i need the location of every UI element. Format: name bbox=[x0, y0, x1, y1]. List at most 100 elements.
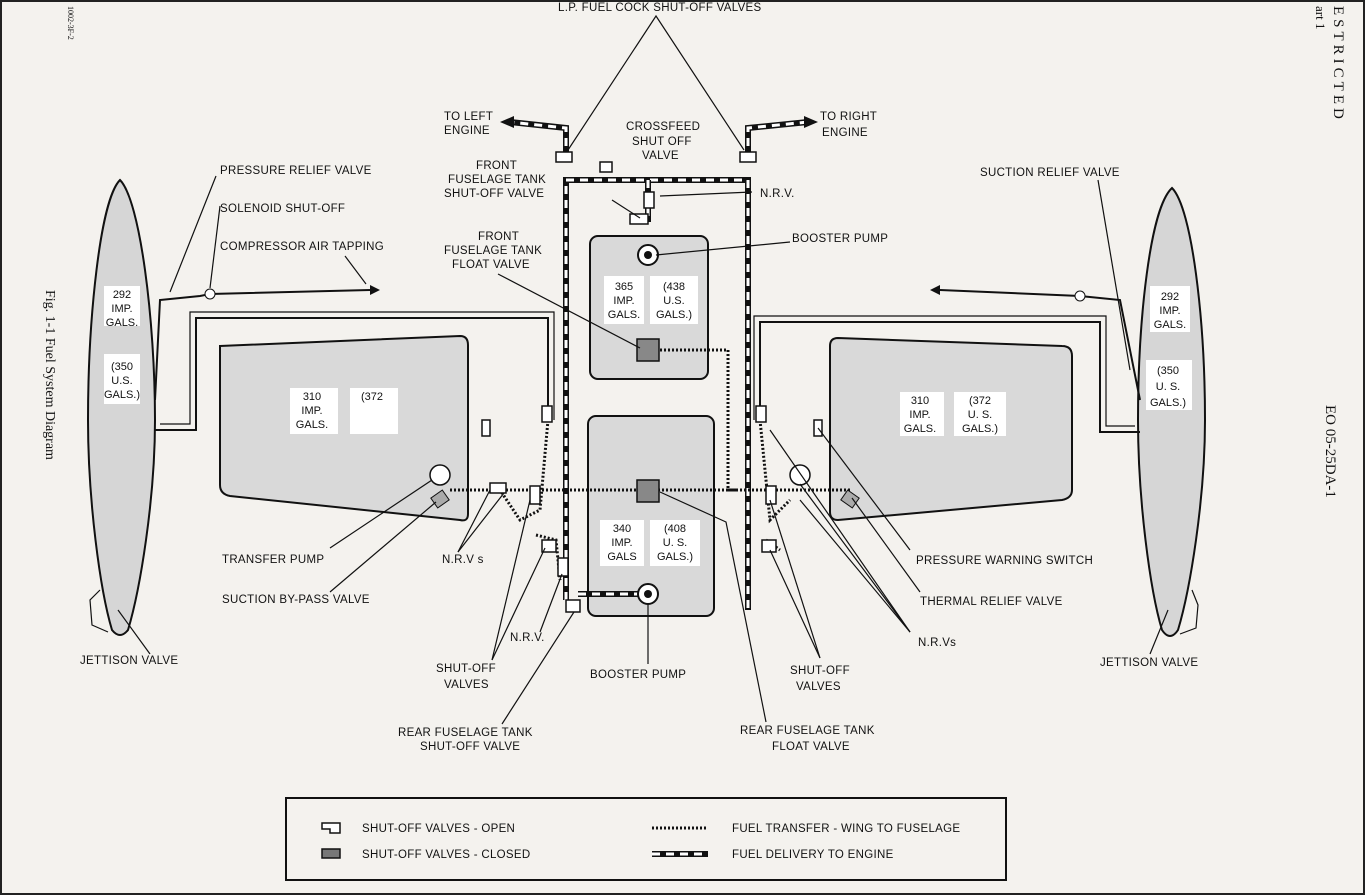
rear-float-valve bbox=[636, 479, 660, 503]
jettison-right-label: JETTISON VALVE bbox=[1100, 657, 1198, 669]
right-drop-cap-4: U. S. bbox=[1156, 381, 1180, 393]
front-sov-label-3: SHUT-OFF VALVE bbox=[444, 188, 544, 200]
to-right-label-2: ENGINE bbox=[822, 127, 868, 139]
transfer-pump-label: TRANSFER PUMP bbox=[222, 554, 324, 566]
pressure-lines bbox=[154, 289, 1141, 433]
rear-tank-cap-4: U. S. bbox=[663, 537, 687, 549]
compressor-label: COMPRESSOR AIR TAPPING bbox=[220, 241, 384, 253]
shutoff-right-label-1: SHUT-OFF bbox=[790, 665, 850, 677]
figure-caption: Fig. 1-1 Fuel System Diagram bbox=[42, 290, 57, 460]
right-drop-cap-2: GALS. bbox=[1154, 319, 1186, 331]
right-air-arrow bbox=[930, 285, 940, 295]
left-drop-cap-5: GALS.) bbox=[104, 389, 140, 401]
front-float-label-2: FUSELAGE TANK bbox=[444, 245, 542, 257]
rear-tank-label-bg-2 bbox=[650, 520, 700, 566]
legend-open-label: SHUT-OFF VALVES - OPEN bbox=[362, 823, 515, 835]
left-drop-cap-2: GALS. bbox=[106, 317, 138, 329]
left-engine-arrow bbox=[500, 116, 514, 128]
legend-closed-label: SHUT-OFF VALVES - CLOSED bbox=[362, 849, 530, 861]
right-wing-label-bg-2 bbox=[954, 392, 1006, 436]
rear-float-label-2: FLOAT VALVE bbox=[772, 741, 850, 753]
to-left-label-2: ENGINE bbox=[444, 125, 490, 137]
pressure-warning-label: PRESSURE WARNING SWITCH bbox=[916, 555, 1093, 567]
nrvs-right-label: N.R.Vs bbox=[918, 637, 956, 649]
left-drop-cap-1: IMP. bbox=[111, 303, 132, 315]
left-wing-label-bg bbox=[290, 388, 338, 434]
left-wing-label-bg-2 bbox=[350, 388, 398, 434]
left-drop-cap-4: U.S. bbox=[111, 375, 132, 387]
left-wing-tank bbox=[219, 334, 469, 522]
right-wing-label-bg bbox=[900, 392, 944, 436]
left-wing-cap-2: GALS. bbox=[296, 419, 328, 431]
front-tank-cap-1: IMP. bbox=[613, 295, 634, 307]
front-sov-label-2: FUSELAGE TANK bbox=[448, 174, 546, 186]
left-drop-fin bbox=[89, 589, 109, 633]
shutoff-left-label-1: SHUT-OFF bbox=[436, 663, 496, 675]
leader-lines bbox=[117, 14, 1169, 725]
solenoid-label: SOLENOID SHUT-OFF bbox=[220, 203, 345, 215]
legend-open-symbol bbox=[321, 822, 341, 834]
labels: L.P. FUEL COCK SHUT-OFF VALVES TO LEFT E… bbox=[80, 2, 1198, 753]
nrvs-left-label: N.R.V s bbox=[442, 554, 484, 566]
left-air-arrow bbox=[370, 285, 380, 295]
shutoff-left-label-2: VALVES bbox=[444, 679, 489, 691]
right-wing-cap-0: 310 bbox=[911, 395, 929, 407]
left-wing-cap-0: 310 bbox=[303, 391, 321, 403]
right-wing-cap-1: IMP. bbox=[909, 409, 930, 421]
corner-code: 1002-3F-2 bbox=[66, 6, 75, 40]
front-sov-label-1: FRONT bbox=[476, 160, 517, 172]
left-drop-label-bg-2 bbox=[104, 354, 140, 404]
front-tank-cap-0: 365 bbox=[615, 281, 633, 293]
front-float-label-1: FRONT bbox=[478, 231, 519, 243]
booster-top-label: BOOSTER PUMP bbox=[792, 233, 888, 245]
legend-delivery-label: FUEL DELIVERY TO ENGINE bbox=[732, 849, 894, 861]
thermal-relief-label: THERMAL RELIEF VALVE bbox=[920, 596, 1063, 608]
left-drop-cap-0: 292 bbox=[113, 289, 131, 301]
right-wing-cap-3: (372 bbox=[969, 395, 991, 407]
crossfeed-label-1: CROSSFEED bbox=[626, 121, 700, 133]
legend-closed-symbol bbox=[321, 848, 341, 859]
restricted-mark: ESTRICTED bbox=[1330, 6, 1346, 123]
left-wing-cap-3: (372 bbox=[361, 391, 383, 403]
front-tank-cap-3: (438 bbox=[663, 281, 685, 293]
part-mark: art 1 bbox=[1313, 6, 1328, 29]
right-drop-label-bg bbox=[1150, 286, 1190, 332]
front-float-valve bbox=[636, 338, 660, 362]
rear-tank-cap-2: GALS bbox=[607, 551, 636, 563]
right-drop-cap-0: 292 bbox=[1161, 291, 1179, 303]
rear-booster-pump-hub bbox=[644, 590, 652, 598]
rear-sov-label-2: SHUT-OFF VALVE bbox=[420, 741, 520, 753]
front-fuselage-tank bbox=[589, 235, 709, 380]
left-transfer-pump bbox=[429, 464, 451, 486]
left-drop-label-bg bbox=[104, 286, 140, 326]
front-float-label-3: FLOAT VALVE bbox=[452, 259, 530, 271]
right-drop-fin bbox=[1179, 589, 1199, 635]
shutoff-right-label-2: VALVES bbox=[796, 681, 841, 693]
right-solenoid-valve bbox=[1074, 290, 1086, 302]
left-drop-cap-3: (350 bbox=[111, 361, 133, 373]
front-tank-cap-5: GALS.) bbox=[656, 309, 692, 321]
rear-tank-cap-1: IMP. bbox=[611, 537, 632, 549]
rear-float-label-1: REAR FUSELAGE TANK bbox=[740, 725, 875, 737]
front-tank-cap-2: GALS. bbox=[608, 309, 640, 321]
to-left-label-1: TO LEFT bbox=[444, 111, 493, 123]
left-wing-cap-1: IMP. bbox=[301, 405, 322, 417]
nrv-bottom-label: N.R.V. bbox=[510, 632, 545, 644]
right-drop-cap-5: GALS.) bbox=[1150, 397, 1186, 409]
to-right-label-1: TO RIGHT bbox=[820, 111, 877, 123]
right-transfer-pump bbox=[789, 464, 811, 486]
delivery-pipes bbox=[509, 119, 809, 610]
right-drop-cap-3: (350 bbox=[1157, 365, 1179, 377]
right-wing-cap-2: GALS. bbox=[904, 423, 936, 435]
suction-bypass-label: SUCTION BY-PASS VALVE bbox=[222, 594, 370, 606]
document-code: EO 05-25DA-1 bbox=[1322, 405, 1338, 498]
right-engine-arrow bbox=[804, 116, 818, 128]
tank-capacities: 292 IMP. GALS. (350 U.S. GALS.) 292 IMP.… bbox=[104, 281, 1186, 563]
legend: SHUT-OFF VALVES - OPEN SHUT-OFF VALVES -… bbox=[285, 797, 1007, 881]
crossfeed-label-2: SHUT OFF bbox=[632, 136, 692, 148]
lp-fuel-cock-label: L.P. FUEL COCK SHUT-OFF VALVES bbox=[558, 2, 762, 14]
left-drop-tank bbox=[86, 178, 157, 636]
